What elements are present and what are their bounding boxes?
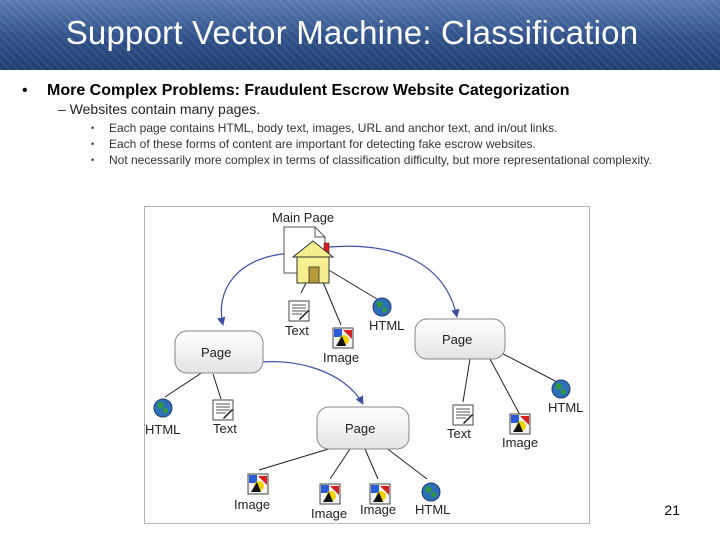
connector-line — [384, 446, 428, 480]
bullet-level3-text: Each of these forms of content are impor… — [109, 137, 536, 151]
image-icon — [332, 327, 354, 349]
bullet-level1-text: More Complex Problems: Fraudulent Escrow… — [47, 82, 570, 99]
bullet-level2: – Websites contain many pages. — [58, 101, 261, 117]
page-label: Page — [201, 345, 231, 360]
image-icon — [369, 483, 391, 505]
text-node: Text — [447, 404, 474, 441]
slide-title: Support Vector Machine: Classification — [65, 14, 639, 51]
page-label: Page — [345, 421, 375, 436]
connector-line — [258, 446, 336, 471]
text-label: Text — [213, 421, 237, 436]
image-label: Image — [360, 502, 396, 517]
page-box — [414, 318, 506, 360]
connector-line — [326, 268, 378, 300]
text-label: Text — [285, 323, 309, 338]
page-box — [316, 406, 410, 450]
bullet-mark: • — [22, 82, 28, 99]
html-node: HTML — [548, 379, 583, 415]
image-node: Image — [234, 473, 270, 512]
html-node: HTML — [415, 482, 450, 517]
text-document-icon — [212, 399, 234, 421]
image-label: Image — [323, 350, 359, 365]
image-node: Image — [360, 483, 396, 517]
slide-page-number: 21 — [664, 502, 680, 518]
image-node: Image — [311, 483, 347, 521]
html-label: HTML — [369, 318, 404, 333]
connector-line — [329, 448, 351, 480]
title-bar: Support Vector Machine: Classification — [0, 0, 720, 70]
image-label: Image — [234, 497, 270, 512]
connector-line — [489, 358, 521, 416]
image-label: Image — [502, 435, 538, 450]
page-node-bottom: Page — [316, 406, 410, 450]
globe-icon — [153, 398, 173, 418]
globe-icon — [551, 379, 571, 399]
diagram-canvas: Main Page Text HTML Image Page — [145, 210, 583, 521]
connector-line — [212, 373, 222, 400]
globe-icon — [421, 482, 441, 502]
html-label: HTML — [548, 400, 583, 415]
link-arrow — [244, 361, 364, 405]
image-node: Image — [502, 413, 538, 450]
main-page-node: Main Page — [272, 210, 335, 284]
connector-line — [462, 358, 471, 403]
link-arrow — [328, 245, 460, 318]
text-document-icon — [288, 300, 310, 322]
html-label: HTML — [415, 502, 450, 517]
image-node: Image — [323, 327, 359, 365]
html-node: HTML — [145, 398, 180, 437]
html-node: HTML — [369, 297, 404, 333]
page-label: Page — [442, 332, 472, 347]
bullet-mark: • — [91, 123, 95, 133]
text-node: Text — [285, 300, 310, 338]
image-icon — [247, 473, 269, 495]
connector-line — [164, 371, 204, 398]
text-node: Text — [212, 399, 237, 436]
text-label: Text — [447, 426, 471, 441]
bullet-level3-text: Not necessarily more complex in terms of… — [109, 153, 652, 167]
image-icon — [509, 413, 531, 435]
bullet-mark: • — [91, 155, 95, 165]
title-bar-pattern — [0, 0, 720, 70]
html-label: HTML — [145, 422, 180, 437]
image-icon — [319, 483, 341, 505]
link-arrow — [217, 252, 296, 326]
page-node-right: Page — [414, 318, 506, 360]
main-page-label: Main Page — [272, 210, 334, 225]
globe-icon — [372, 297, 392, 317]
bullet-mark: • — [91, 139, 95, 149]
website-structure-diagram: Main Page Text HTML Image Page — [144, 206, 590, 524]
page-box — [174, 330, 264, 374]
image-label: Image — [311, 506, 347, 521]
connector-line — [364, 448, 379, 480]
page-node-left: Page — [174, 330, 264, 374]
text-document-icon — [452, 404, 474, 426]
house-icon — [291, 240, 335, 284]
bullet-level3-text: Each page contains HTML, body text, imag… — [109, 121, 558, 135]
